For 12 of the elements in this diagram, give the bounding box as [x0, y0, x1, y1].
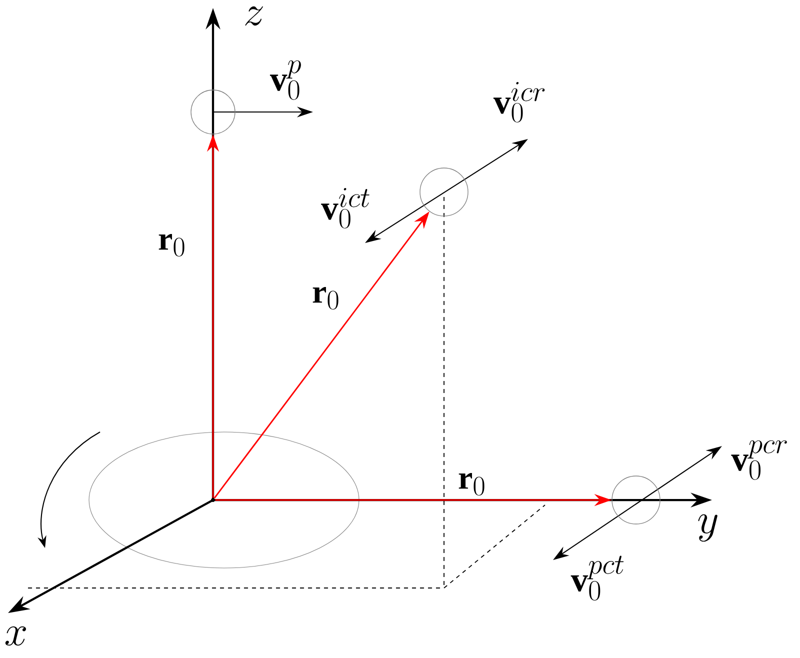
vector-label: $\mathbf{v}_0^{ict}$ — [321, 188, 370, 228]
axis-label: $x$ — [5, 626, 26, 646]
axis-label: $y$ — [698, 514, 718, 542]
particle-marker — [420, 168, 468, 216]
particle-marker — [190, 90, 236, 134]
origin-point — [211, 498, 215, 502]
edge-label: $\mathbf{r}_0$ — [158, 234, 184, 256]
edge-label: $\mathbf{r}_0$ — [312, 286, 338, 310]
vector-label: $\mathbf{v}_0^{pcr}$ — [731, 440, 787, 480]
particle-marker — [612, 476, 660, 524]
axis-label: $z$ — [245, 6, 263, 26]
edge-label: $\mathbf{r}_0$ — [458, 472, 484, 496]
